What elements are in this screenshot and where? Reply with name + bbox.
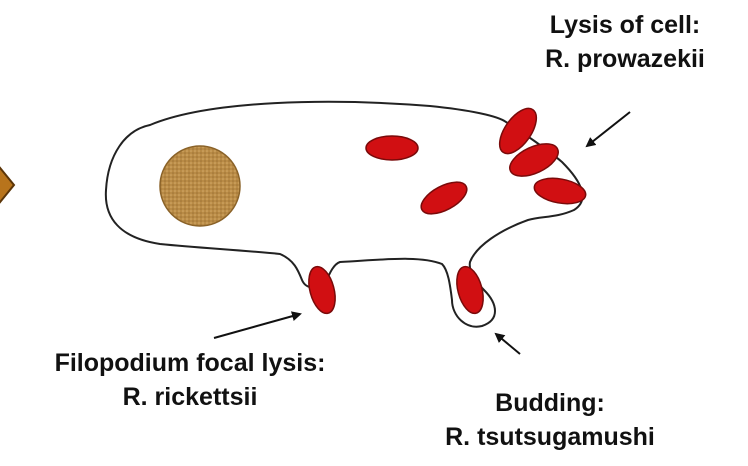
lysis-species: R. prowazekii xyxy=(505,42,745,76)
filopodium-pointer-arrow xyxy=(214,314,300,338)
rickettsia-bacterium xyxy=(304,264,340,317)
rickettsia-bacterium xyxy=(452,264,488,317)
lysis-pointer-arrow xyxy=(587,112,630,146)
filopodium-species: R. rickettsii xyxy=(10,380,370,414)
lysis-title: Lysis of cell: xyxy=(505,8,745,42)
rickettsia-bacterium xyxy=(416,176,471,221)
budding-pointer-arrow xyxy=(496,334,520,354)
lysis-label: Lysis of cell: R. prowazekii xyxy=(505,8,745,76)
nucleus xyxy=(160,146,240,226)
budding-title: Budding: xyxy=(410,386,690,420)
filopodium-title: Filopodium focal lysis: xyxy=(10,346,370,380)
rickettsia-bacterium xyxy=(366,136,418,160)
budding-species: R. tsutsugamushi xyxy=(410,420,690,454)
diamond-arrow-icon xyxy=(0,158,14,212)
filopodium-label: Filopodium focal lysis: R. rickettsii xyxy=(10,346,370,414)
rickettsia-bacterium xyxy=(532,175,587,208)
budding-label: Budding: R. tsutsugamushi xyxy=(410,386,690,454)
